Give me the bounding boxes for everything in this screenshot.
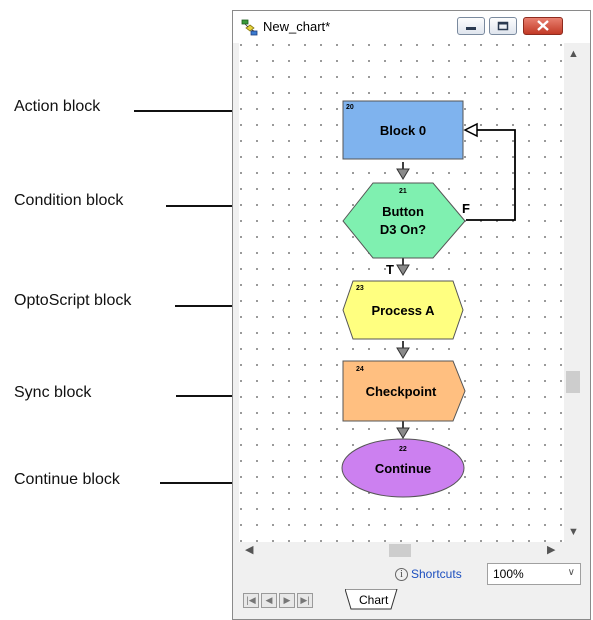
sync-block-id: 24	[356, 366, 364, 373]
scrollbar-corner	[564, 542, 582, 559]
sync-block-label: Checkpoint	[366, 384, 437, 399]
connector-arrow	[396, 264, 410, 276]
zoom-select[interactable]: 100% ∨	[487, 563, 581, 585]
callout-sync-label: Sync block	[14, 384, 92, 401]
scroll-right-icon[interactable]: ▶	[547, 544, 556, 556]
optoscript-block-id: 23	[356, 285, 364, 292]
tab-prev-button[interactable]: ◀	[261, 593, 277, 608]
maximize-button[interactable]	[489, 17, 517, 35]
callout-condition-label: Condition block	[14, 192, 124, 209]
close-button[interactable]	[523, 17, 563, 35]
callout-continue-label: Continue block	[14, 471, 120, 488]
action-block-label: Block 0	[380, 123, 426, 138]
connector-false-branch	[466, 129, 516, 221]
title-bar[interactable]: New_chart*	[233, 11, 590, 43]
condition-block[interactable]: 21 Button D3 On?	[342, 182, 466, 259]
flowchart-canvas[interactable]: T F 20 Block 0 21 Button D3 On? 23 Proce…	[239, 43, 564, 542]
vertical-scrollbar[interactable]: ▲ ▼	[564, 43, 582, 542]
continue-block-label: Continue	[375, 461, 431, 476]
close-icon	[537, 20, 549, 31]
connector-arrow	[396, 427, 410, 439]
optoscript-block-label: Process A	[371, 303, 435, 318]
status-bar: i Shortcuts 100% ∨	[239, 559, 582, 589]
condition-block-label-line1: Button	[382, 204, 424, 219]
condition-block-id: 21	[399, 188, 407, 195]
scroll-left-icon[interactable]: ◀	[245, 544, 254, 556]
tab-chart[interactable]: Chart	[345, 589, 399, 610]
scroll-up-icon[interactable]: ▲	[568, 48, 579, 60]
tab-chart-label: Chart	[359, 593, 389, 607]
action-block-id: 20	[346, 104, 354, 111]
tab-next-button[interactable]: ▶	[279, 593, 295, 608]
chart-app-icon	[241, 19, 258, 36]
callout-optoscript-label: OptoScript block	[14, 292, 132, 309]
continue-block-shape	[341, 438, 465, 498]
chart-window: New_chart*	[232, 10, 591, 620]
minimize-button[interactable]	[457, 17, 485, 35]
connector-arrow	[396, 347, 410, 359]
info-icon[interactable]: i	[395, 568, 408, 581]
chevron-down-icon: ∨	[567, 567, 575, 578]
continue-block-id: 22	[399, 446, 407, 453]
vertical-scroll-thumb[interactable]	[566, 371, 580, 393]
shortcuts-link[interactable]: Shortcuts	[411, 567, 462, 581]
minimize-icon	[466, 27, 476, 30]
maximize-icon	[497, 21, 509, 31]
sync-block[interactable]: 24 Checkpoint	[342, 360, 466, 422]
action-block[interactable]: 20 Block 0	[342, 100, 464, 160]
connector-arrow	[463, 122, 478, 138]
optoscript-block[interactable]: 23 Process A	[342, 280, 464, 340]
continue-block[interactable]: 22 Continue	[341, 438, 465, 498]
condition-block-label-line2: D3 On?	[380, 222, 426, 237]
horizontal-scrollbar[interactable]: ◀ ▶	[239, 542, 564, 559]
scroll-down-icon[interactable]: ▼	[568, 526, 579, 538]
horizontal-scroll-thumb[interactable]	[389, 544, 411, 557]
tab-strip: |◀ ◀ ▶ ▶| Chart	[239, 589, 582, 617]
connector-false-label: F	[462, 201, 470, 216]
tab-last-button[interactable]: ▶|	[297, 593, 313, 608]
tab-first-button[interactable]: |◀	[243, 593, 259, 608]
callout-action-label: Action block	[14, 98, 101, 115]
sync-block-shape	[342, 360, 466, 422]
window-title: New_chart*	[263, 19, 331, 34]
zoom-value: 100%	[493, 567, 524, 581]
connector-arrow	[396, 168, 410, 180]
connector-true-label: T	[386, 262, 394, 277]
optoscript-block-shape	[342, 280, 464, 340]
action-block-shape	[342, 100, 464, 160]
condition-block-shape	[342, 182, 466, 259]
